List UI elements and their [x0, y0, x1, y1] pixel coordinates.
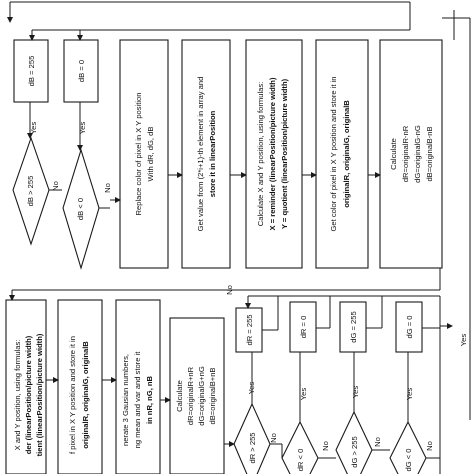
- calc-xy-box: Calculate X and Y position, using formul…: [245, 39, 303, 269]
- top-flow-connectors: [7, 1, 471, 420]
- calc-diff-r: dR=originalR-nR: [401, 125, 410, 182]
- dB-lt-0-decision: dB < 0: [62, 148, 100, 270]
- get-value-line1: Get value from (2*i+1)-th element in arr…: [196, 77, 205, 232]
- dR-0-label: dR = 0: [299, 316, 308, 339]
- bottom-calc-r: dR=originalR+nR: [186, 366, 195, 425]
- bottom-get-color-box: f pixel in X Y position and store it in …: [57, 299, 103, 474]
- gaussian-box: nerate 3 Gausian numbers, ng mean and va…: [115, 299, 161, 474]
- gaussian-line1: nerate 3 Gausian numbers,: [121, 354, 130, 446]
- dR-gt-255-decision: dR > 255: [233, 402, 271, 474]
- bottom-flow-connectors: [9, 290, 453, 474]
- dB-0-box: dB = 0: [63, 39, 99, 103]
- bottom-calc-title: Calculate: [175, 380, 184, 412]
- yes-label-loop: Yes: [459, 334, 468, 347]
- calc-xy-line3: Y = quotient (linearPosition/picture wid…: [280, 78, 289, 229]
- dG-gt-255-decision: dG > 255: [335, 410, 373, 474]
- yes-label-dR-0: Yes: [299, 388, 308, 401]
- dR-lt-0-decision: dR < 0: [281, 420, 319, 474]
- dG-lt-0-decision: dG < 0: [389, 420, 427, 474]
- no-label-dG-gt-255: No: [373, 437, 382, 447]
- bottom-calc-g: dG=originalG+nG: [197, 366, 206, 426]
- replace-color-line2: With dR, dG, dB: [146, 127, 155, 182]
- no-label-return: No: [225, 285, 234, 295]
- calc-diff-b: dB=originalB-nB: [425, 126, 434, 181]
- get-color-line2: originalR, originalG, originalB: [342, 100, 351, 208]
- bottom-get-color-line1: f pixel in X Y position and store it in: [68, 336, 77, 454]
- dB-255-box: dB = 255: [13, 39, 49, 103]
- calc-xy-line2: X = reminder (linearPosition/picture wid…: [268, 77, 277, 230]
- bottom-calc-b: dB=originalB+nB: [208, 368, 217, 425]
- get-color-line1: Get color of pixel in X Y position and s…: [329, 76, 338, 231]
- yes-label-dB-255: Yes: [29, 122, 38, 135]
- no-label-dR-gt-255: No: [269, 433, 278, 443]
- get-color-box: Get color of pixel in X Y position and s…: [315, 39, 369, 269]
- gaussian-line3: in nR, nG, nB: [145, 375, 154, 424]
- gaussian-line2: ng mean and var and store it: [133, 351, 142, 449]
- dB-lt-0-label: dB < 0: [76, 198, 85, 220]
- get-value-line2: store it in linearPosition: [208, 110, 217, 197]
- get-value-box: Get value from (2*i+1)-th element in arr…: [181, 39, 231, 269]
- dG-255-label: dG = 255: [349, 311, 358, 342]
- yes-label-dB-0: Yes: [78, 122, 87, 135]
- replace-color-line1: Replace color of pixel in X Y position: [134, 93, 143, 216]
- dR-gt-255-label: dR > 255: [248, 432, 257, 463]
- dB-255-label: dB = 255: [27, 56, 36, 87]
- no-label-dR-lt-0: No: [321, 441, 330, 451]
- bottom-calc-box: Calculate dR=originalR+nR dG=originalG+n…: [169, 317, 225, 474]
- bottom-calc-xy-line3: tient (linearPosition/picture width): [35, 333, 44, 456]
- bottom-calc-xy-line1: X and Y position, using formulas:: [13, 340, 22, 451]
- dB-0-label: dB = 0: [77, 60, 86, 82]
- calc-diff-box: Calculate dR=originalR-nR dG=originalG-n…: [379, 39, 443, 269]
- yes-label-dG-255: Yes: [351, 386, 360, 399]
- dR-255-label: dR = 255: [245, 314, 254, 345]
- calc-xy-line1: Calculate X and Y position, using formul…: [256, 82, 265, 227]
- dG-gt-255-label: dG > 255: [350, 436, 359, 467]
- calc-diff-g: dG=originalG-nG: [413, 125, 422, 183]
- replace-color-box: Replace color of pixel in X Y position W…: [119, 39, 169, 269]
- dR-lt-0-label: dR < 0: [296, 449, 305, 472]
- no-label-dG-lt-0: No: [425, 441, 434, 451]
- calc-diff-title: Calculate: [389, 138, 398, 170]
- dR-0-box: dR = 0: [289, 301, 317, 353]
- bottom-calc-xy-box: X and Y position, using formulas: der (l…: [5, 299, 47, 474]
- yes-label-dG-0: Yes: [405, 388, 414, 401]
- dB-gt-255-label: dB > 255: [26, 176, 35, 207]
- dG-lt-0-label: dG < 0: [404, 448, 413, 471]
- no-label-dB-gt-255: No: [51, 181, 60, 191]
- dR-255-box: dR = 255: [235, 307, 263, 353]
- dG-255-box: dG = 255: [339, 301, 367, 353]
- dG-0-box: dG = 0: [395, 301, 423, 353]
- bottom-get-color-line2: originalR, originalG, originalB: [81, 341, 90, 449]
- dB-gt-255-decision: dB > 255: [12, 136, 50, 246]
- no-label-dB-lt-0: No: [103, 183, 112, 193]
- bottom-calc-xy-line2: der (linearPosition/picture width): [24, 335, 33, 454]
- dG-0-label: dG = 0: [405, 315, 414, 338]
